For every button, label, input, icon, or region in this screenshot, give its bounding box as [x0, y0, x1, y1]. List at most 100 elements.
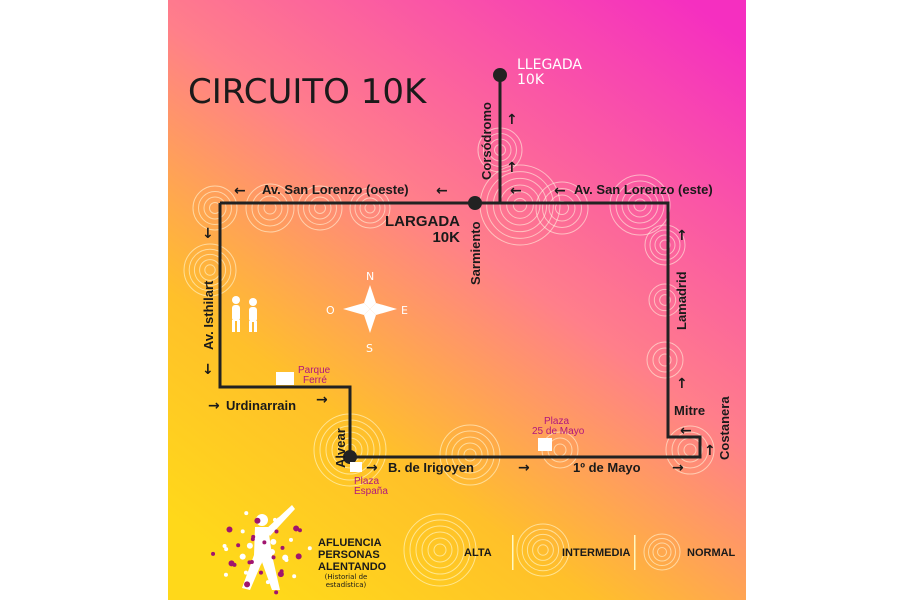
arrow-down-icon: ↓: [202, 362, 214, 378]
legend-note: (Historial de: [325, 573, 368, 581]
place-label: Plaza: [354, 476, 379, 487]
compass-e: E: [401, 304, 408, 317]
crowd-ring: [457, 442, 483, 468]
arrow-left-icon: ←: [554, 183, 566, 199]
crowd-ring: [537, 544, 549, 556]
crowd-ring: [198, 191, 232, 225]
crowd-ring: [257, 195, 283, 221]
crowd-ring: [303, 191, 337, 225]
confetti: [268, 563, 274, 570]
street-costanera: Costanera: [717, 396, 732, 460]
confetti: [289, 537, 294, 542]
confetti: [274, 590, 279, 595]
street-corsodromo: Corsódromo: [479, 102, 494, 180]
crowd-ring: [652, 347, 678, 373]
crowd-ring: [245, 183, 295, 233]
crowd-ring: [512, 197, 528, 213]
legend-title: ALENTANDO: [318, 561, 387, 573]
crowd-ring: [521, 528, 565, 572]
crowd-ring: [654, 234, 676, 256]
crowd-ring: [615, 180, 665, 230]
confetti: [259, 529, 265, 536]
confetti: [307, 546, 312, 551]
arrow-right-icon: →: [672, 460, 684, 476]
finish-marker: [493, 68, 507, 82]
legend: AFLUENCIA PERSONAS ALENTANDO (Historial …: [318, 535, 736, 589]
crowd-ring: [203, 196, 227, 220]
crowd-ring: [445, 430, 495, 480]
crowd-ring: [643, 533, 681, 571]
place-label: Parque: [298, 365, 331, 376]
confetti: [250, 537, 255, 542]
street-mitre: Mitre: [674, 403, 705, 418]
confetti: [292, 574, 297, 579]
crowd-ring: [516, 523, 570, 577]
crowd-ring: [192, 185, 238, 231]
arrow-right-icon: →: [518, 460, 530, 476]
arrow-up-icon: ↑: [506, 160, 518, 176]
confetti: [258, 558, 263, 563]
crowd-ring: [463, 448, 477, 462]
arrow-left-icon: ←: [680, 423, 692, 439]
compass-s: S: [366, 342, 373, 355]
crowd-ring: [548, 194, 576, 222]
place-label: 25 de Mayo: [532, 426, 585, 437]
crowd-ring: [627, 192, 653, 218]
crowd-ring: [653, 288, 677, 312]
start-label: LARGADA: [385, 213, 460, 230]
arrow-left-icon: ←: [234, 183, 246, 199]
arrow-right-icon: →: [366, 460, 378, 476]
confetti: [276, 517, 281, 522]
crowd-ring: [665, 425, 715, 475]
confetti: [236, 543, 241, 548]
place-label: España: [354, 486, 388, 497]
confetti: [254, 517, 261, 524]
arrow-down-icon: ↓: [202, 226, 214, 242]
confetti: [239, 553, 246, 560]
crowd-ring: [439, 424, 501, 486]
crowd-ring: [421, 531, 459, 569]
crowd-ring: [659, 294, 671, 306]
street-isthilart: Av. Isthilart: [201, 280, 216, 350]
crowd-ring: [486, 171, 554, 239]
legend-alta: ALTA: [464, 547, 492, 559]
crowd-ring: [297, 185, 343, 231]
confetti: [262, 540, 267, 545]
arrow-up-icon: ↑: [506, 112, 518, 128]
crowd-ring: [492, 177, 548, 233]
direction-arrows: ← ← ← ← ↑ ↑ ↓ ↓ → → → → → ↑ ↑ ← ↑: [202, 112, 716, 476]
confetti: [293, 525, 300, 532]
parque-ferre-marker: [276, 372, 294, 385]
plaza-25-de-mayo-marker: [538, 438, 552, 451]
arrow-up-icon: ↑: [704, 443, 716, 459]
poster-background: [168, 0, 746, 600]
crowd-ring: [308, 196, 332, 220]
crowd-ring: [652, 542, 672, 562]
confetti: [232, 562, 237, 567]
crowd-ring: [621, 186, 659, 224]
crowd-ring: [193, 253, 227, 287]
fan-illustration: [211, 505, 312, 595]
confetti: [272, 517, 277, 522]
crowd-ring: [542, 188, 582, 228]
crowd-ring: [526, 533, 560, 567]
legend-title: AFLUENCIA: [318, 537, 382, 549]
confetti: [270, 538, 277, 545]
crowd-ring: [532, 539, 554, 561]
confetti: [258, 570, 263, 575]
street-irigoyen: B. de Irigoyen: [388, 460, 474, 475]
start-marker: [468, 196, 482, 210]
crowd-ring: [648, 538, 676, 566]
route: [218, 75, 702, 459]
legend-title: PERSONAS: [318, 549, 380, 561]
finish-label: LLEGADA: [517, 57, 582, 73]
confetti: [280, 545, 285, 550]
confetti: [269, 549, 275, 555]
plaza-espana-marker: [350, 462, 362, 472]
confetti: [244, 511, 249, 516]
crowd-ring: [659, 239, 671, 251]
confetti: [243, 570, 248, 575]
confetti: [271, 555, 276, 560]
street-urdinarrain: Urdinarrain: [226, 398, 296, 413]
crowd-ring: [657, 547, 667, 557]
